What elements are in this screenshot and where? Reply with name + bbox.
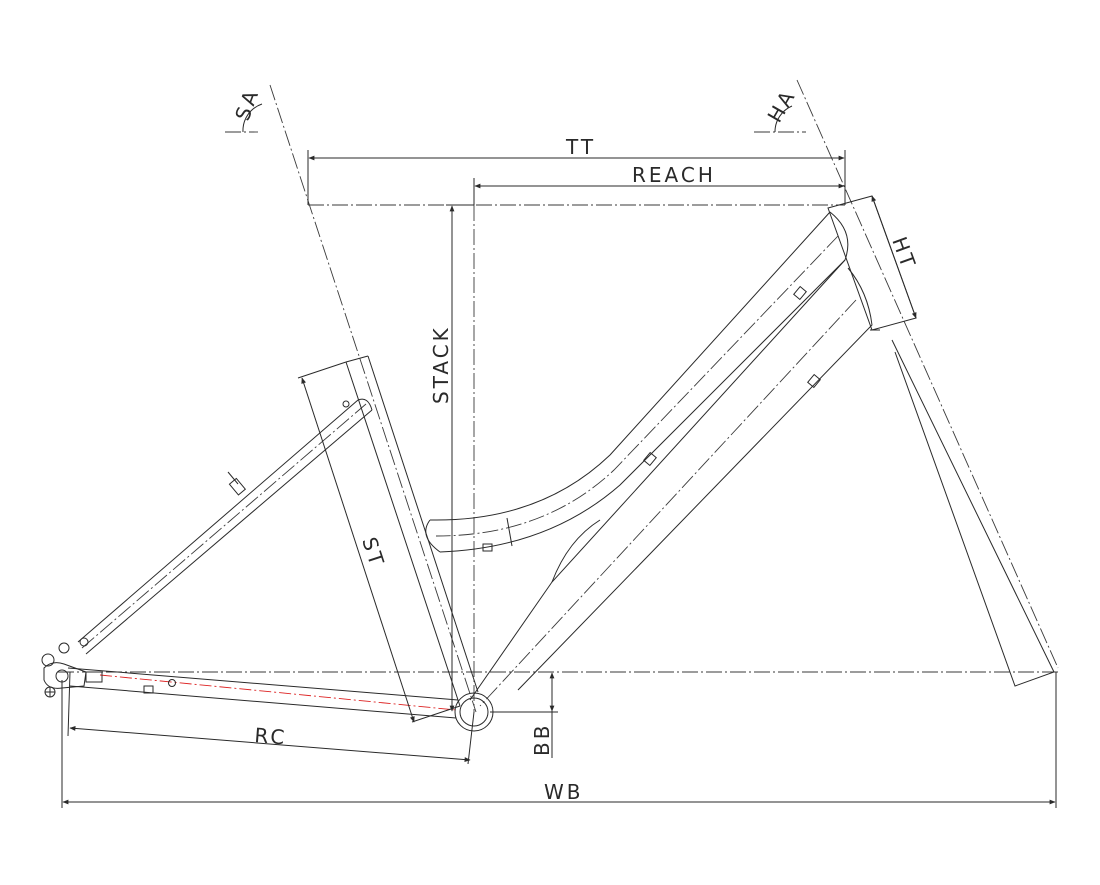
seat-angle-arc <box>242 103 263 133</box>
bottle-boss-2 <box>793 285 807 301</box>
down-tube-lower-edge <box>517 267 873 691</box>
seat-stay-lower-edge <box>85 409 373 655</box>
chain-stay-bolt <box>168 679 176 687</box>
top-tube-weld-seam <box>506 517 513 547</box>
ht-label: HT <box>887 234 921 273</box>
sa-label: SA <box>230 85 264 124</box>
seat-tube-axis-line <box>269 84 477 713</box>
wb-label: WB <box>544 780 584 804</box>
brake-boss <box>227 471 247 496</box>
seat-tube-top <box>345 355 369 363</box>
bottom-bracket-inner <box>459 697 489 727</box>
down-tube-centerline <box>479 299 857 707</box>
st-label: ST <box>357 534 389 571</box>
st-extension-bottom <box>411 705 461 723</box>
bottle-boss-1 <box>643 451 657 467</box>
bottle-boss-3 <box>807 373 821 389</box>
seat-stay-upper-edge <box>77 399 359 643</box>
ht-dimension-line <box>871 195 917 319</box>
rc-label: RC <box>254 723 289 750</box>
down-tube-gusset <box>551 519 601 583</box>
rc-dimension-line <box>69 726 471 762</box>
seat-tube-right-edge <box>367 355 479 693</box>
dimensions: TT REACH STACK HT ST RC BB WB <box>61 135 1057 808</box>
rear-dropout <box>41 637 103 698</box>
bb-label: BB <box>530 723 554 756</box>
st-extension-top <box>297 361 347 379</box>
chain-stay-boss <box>143 685 154 694</box>
top-tube-centerline <box>435 235 839 537</box>
fork-extension <box>891 339 1055 687</box>
top-tube-upper-edge <box>429 211 831 521</box>
angle-marks: SA HA <box>230 84 801 133</box>
cable-stop-top-tube <box>482 543 493 552</box>
head-tube-axis-line <box>796 79 1059 669</box>
down-tube-upper-edge <box>469 259 846 701</box>
top-tube-lower-edge <box>439 259 846 553</box>
reference-lines <box>58 79 1060 713</box>
seat-tube-left-edge <box>345 361 461 707</box>
tt-label: TT <box>565 135 596 159</box>
ha-label: HA <box>763 84 801 126</box>
rc-extension-left <box>67 671 71 737</box>
stack-label: STACK <box>429 325 453 404</box>
top-tube-head-joint <box>829 211 849 261</box>
rc-extension-right <box>467 711 475 765</box>
seat-stay-centerline <box>81 403 367 649</box>
seat-stay-bolt <box>342 400 350 408</box>
bike-frame <box>41 195 1055 732</box>
chain-stay-upper-edge <box>67 667 459 701</box>
head-angle-arc <box>774 105 793 133</box>
st-dimension-line <box>301 377 415 723</box>
reach-label: REACH <box>632 163 716 187</box>
